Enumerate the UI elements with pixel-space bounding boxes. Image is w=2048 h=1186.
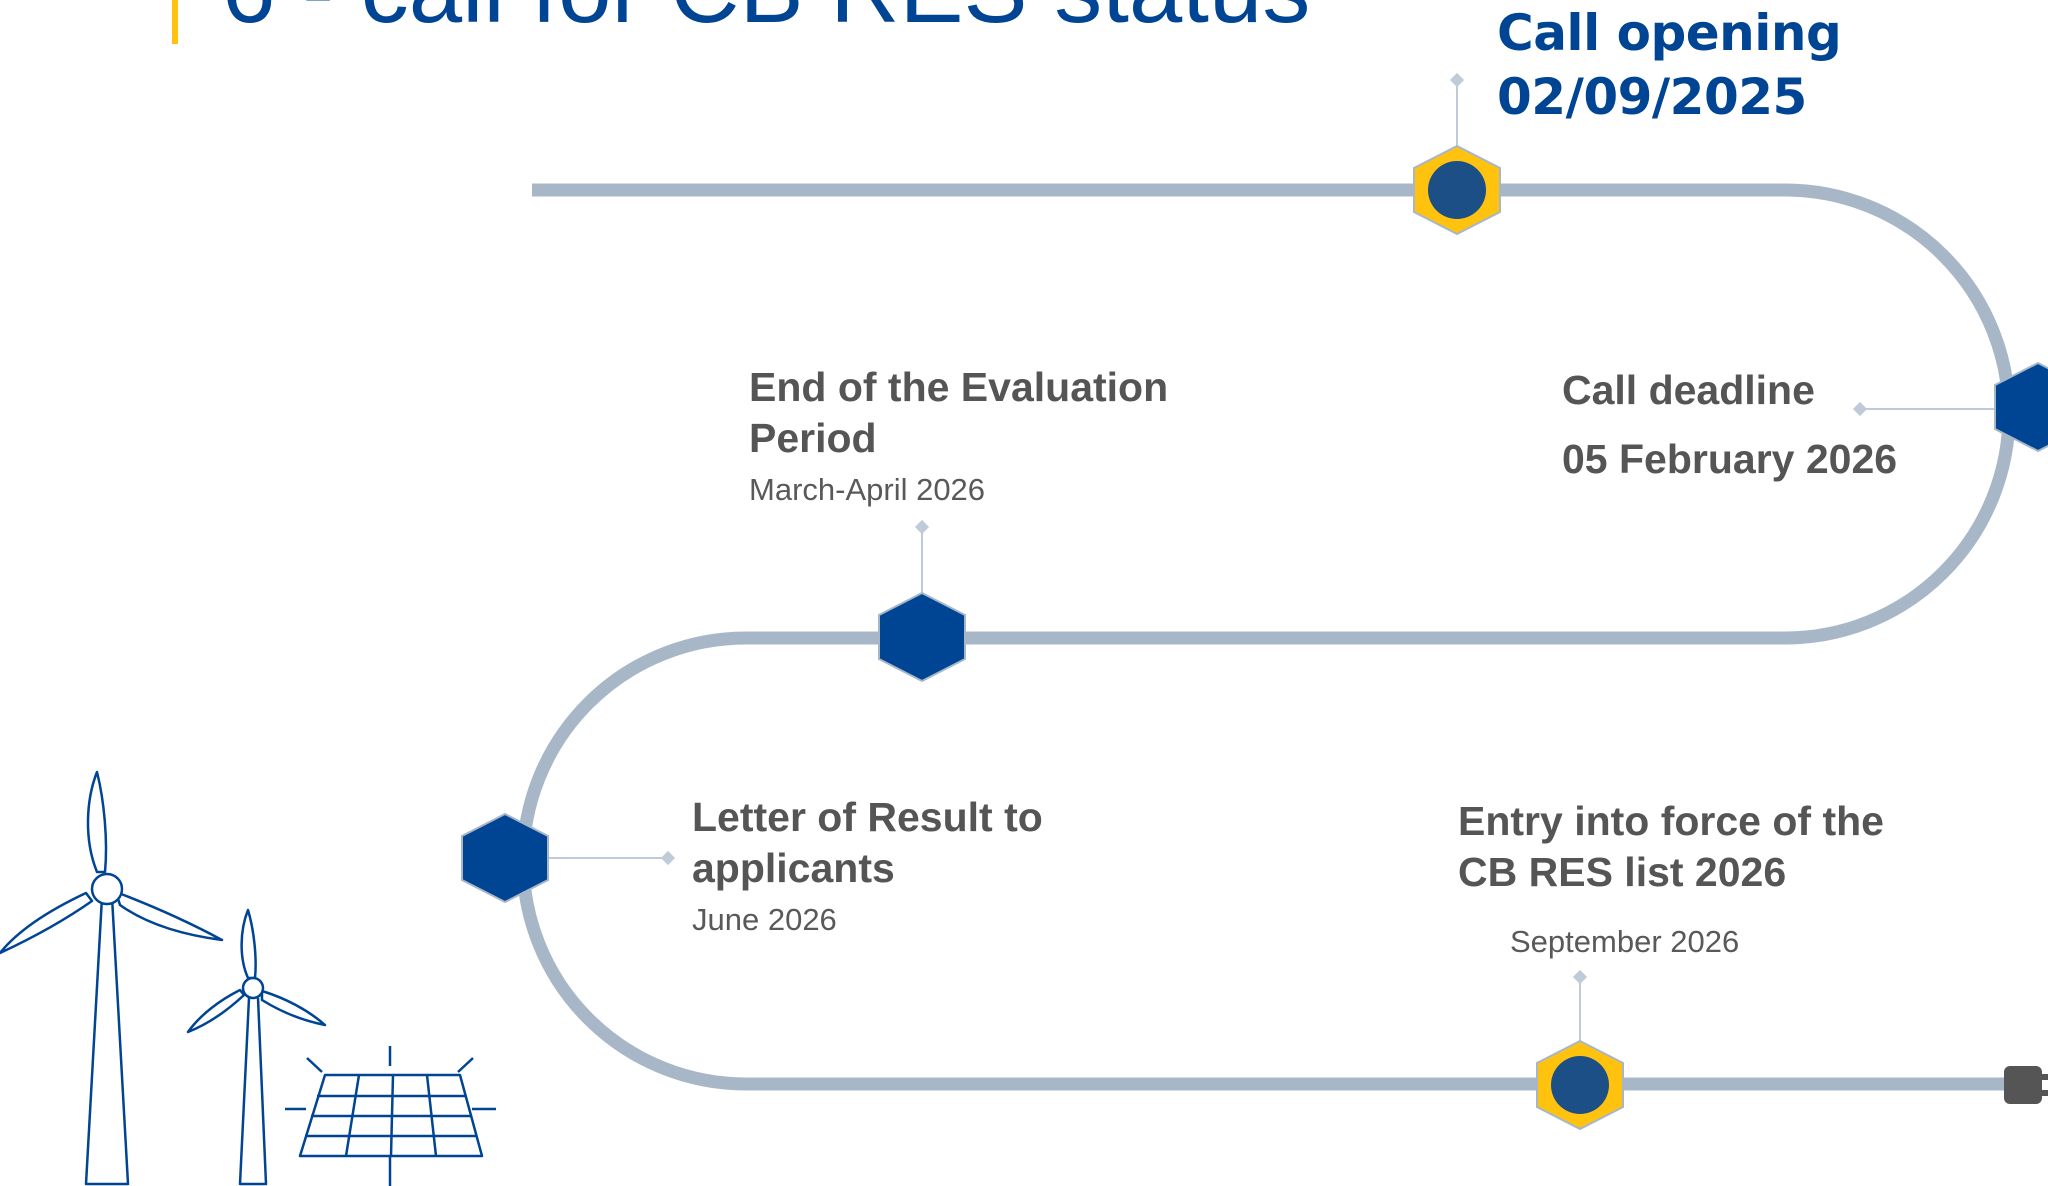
milestone-title-line: End of the Evaluation — [749, 364, 1169, 410]
timeline-path — [516, 183, 2020, 1091]
milestone-title-line: CB RES list 2026 — [1458, 849, 1787, 895]
milestone-marker-call-opening — [1413, 144, 1501, 236]
milestone-marker-letter-of-result — [461, 812, 549, 904]
milestone-title: Call deadline — [1562, 367, 1815, 413]
milestone-date: 05 February 2026 — [1562, 436, 1898, 482]
milestone-title-line: Entry into force of the — [1458, 798, 1884, 844]
connector-call-deadline — [1852, 401, 1995, 417]
wind-turbine-icon — [186, 908, 327, 1186]
wind-turbine-icon — [0, 770, 224, 1186]
connector-letter-of-result — [548, 850, 676, 866]
milestone-entry-into-force: Entry into force of the CB RES list 2026… — [1458, 796, 1884, 960]
connector-end-evaluation — [914, 519, 930, 593]
milestone-marker-call-deadline — [1994, 361, 2048, 453]
milestone-date: March-April 2026 — [749, 472, 986, 507]
milestone-title-line: Period — [749, 415, 877, 461]
milestone-date: September 2026 — [1510, 924, 1740, 959]
milestone-date: 02/09/2025 — [1497, 68, 1807, 126]
power-plug-icon — [2004, 1066, 2048, 1104]
milestone-marker-entry-into-force — [1536, 1039, 1624, 1131]
milestone-title: Call opening — [1497, 4, 1842, 62]
milestone-letter-of-result: Letter of Result to applicants June 2026 — [692, 792, 1043, 938]
connector-entry-into-force — [1572, 969, 1588, 1043]
milestone-date: June 2026 — [692, 902, 837, 937]
connector-call-opening — [1449, 72, 1465, 148]
milestone-title-line: Letter of Result to — [692, 794, 1043, 840]
milestone-title-line: applicants — [692, 845, 895, 891]
milestone-marker-end-evaluation — [878, 591, 966, 683]
milestone-call-deadline: Call deadline 05 February 2026 — [1562, 365, 1897, 485]
milestone-end-evaluation: End of the Evaluation Period March-April… — [749, 362, 1168, 508]
page-title: 6 - call for CB RES status — [222, 0, 1310, 38]
milestone-call-opening: Call opening 02/09/2025 — [1497, 1, 1842, 129]
title-accent-bar — [172, 0, 178, 44]
solar-panel-icon — [285, 1046, 496, 1186]
